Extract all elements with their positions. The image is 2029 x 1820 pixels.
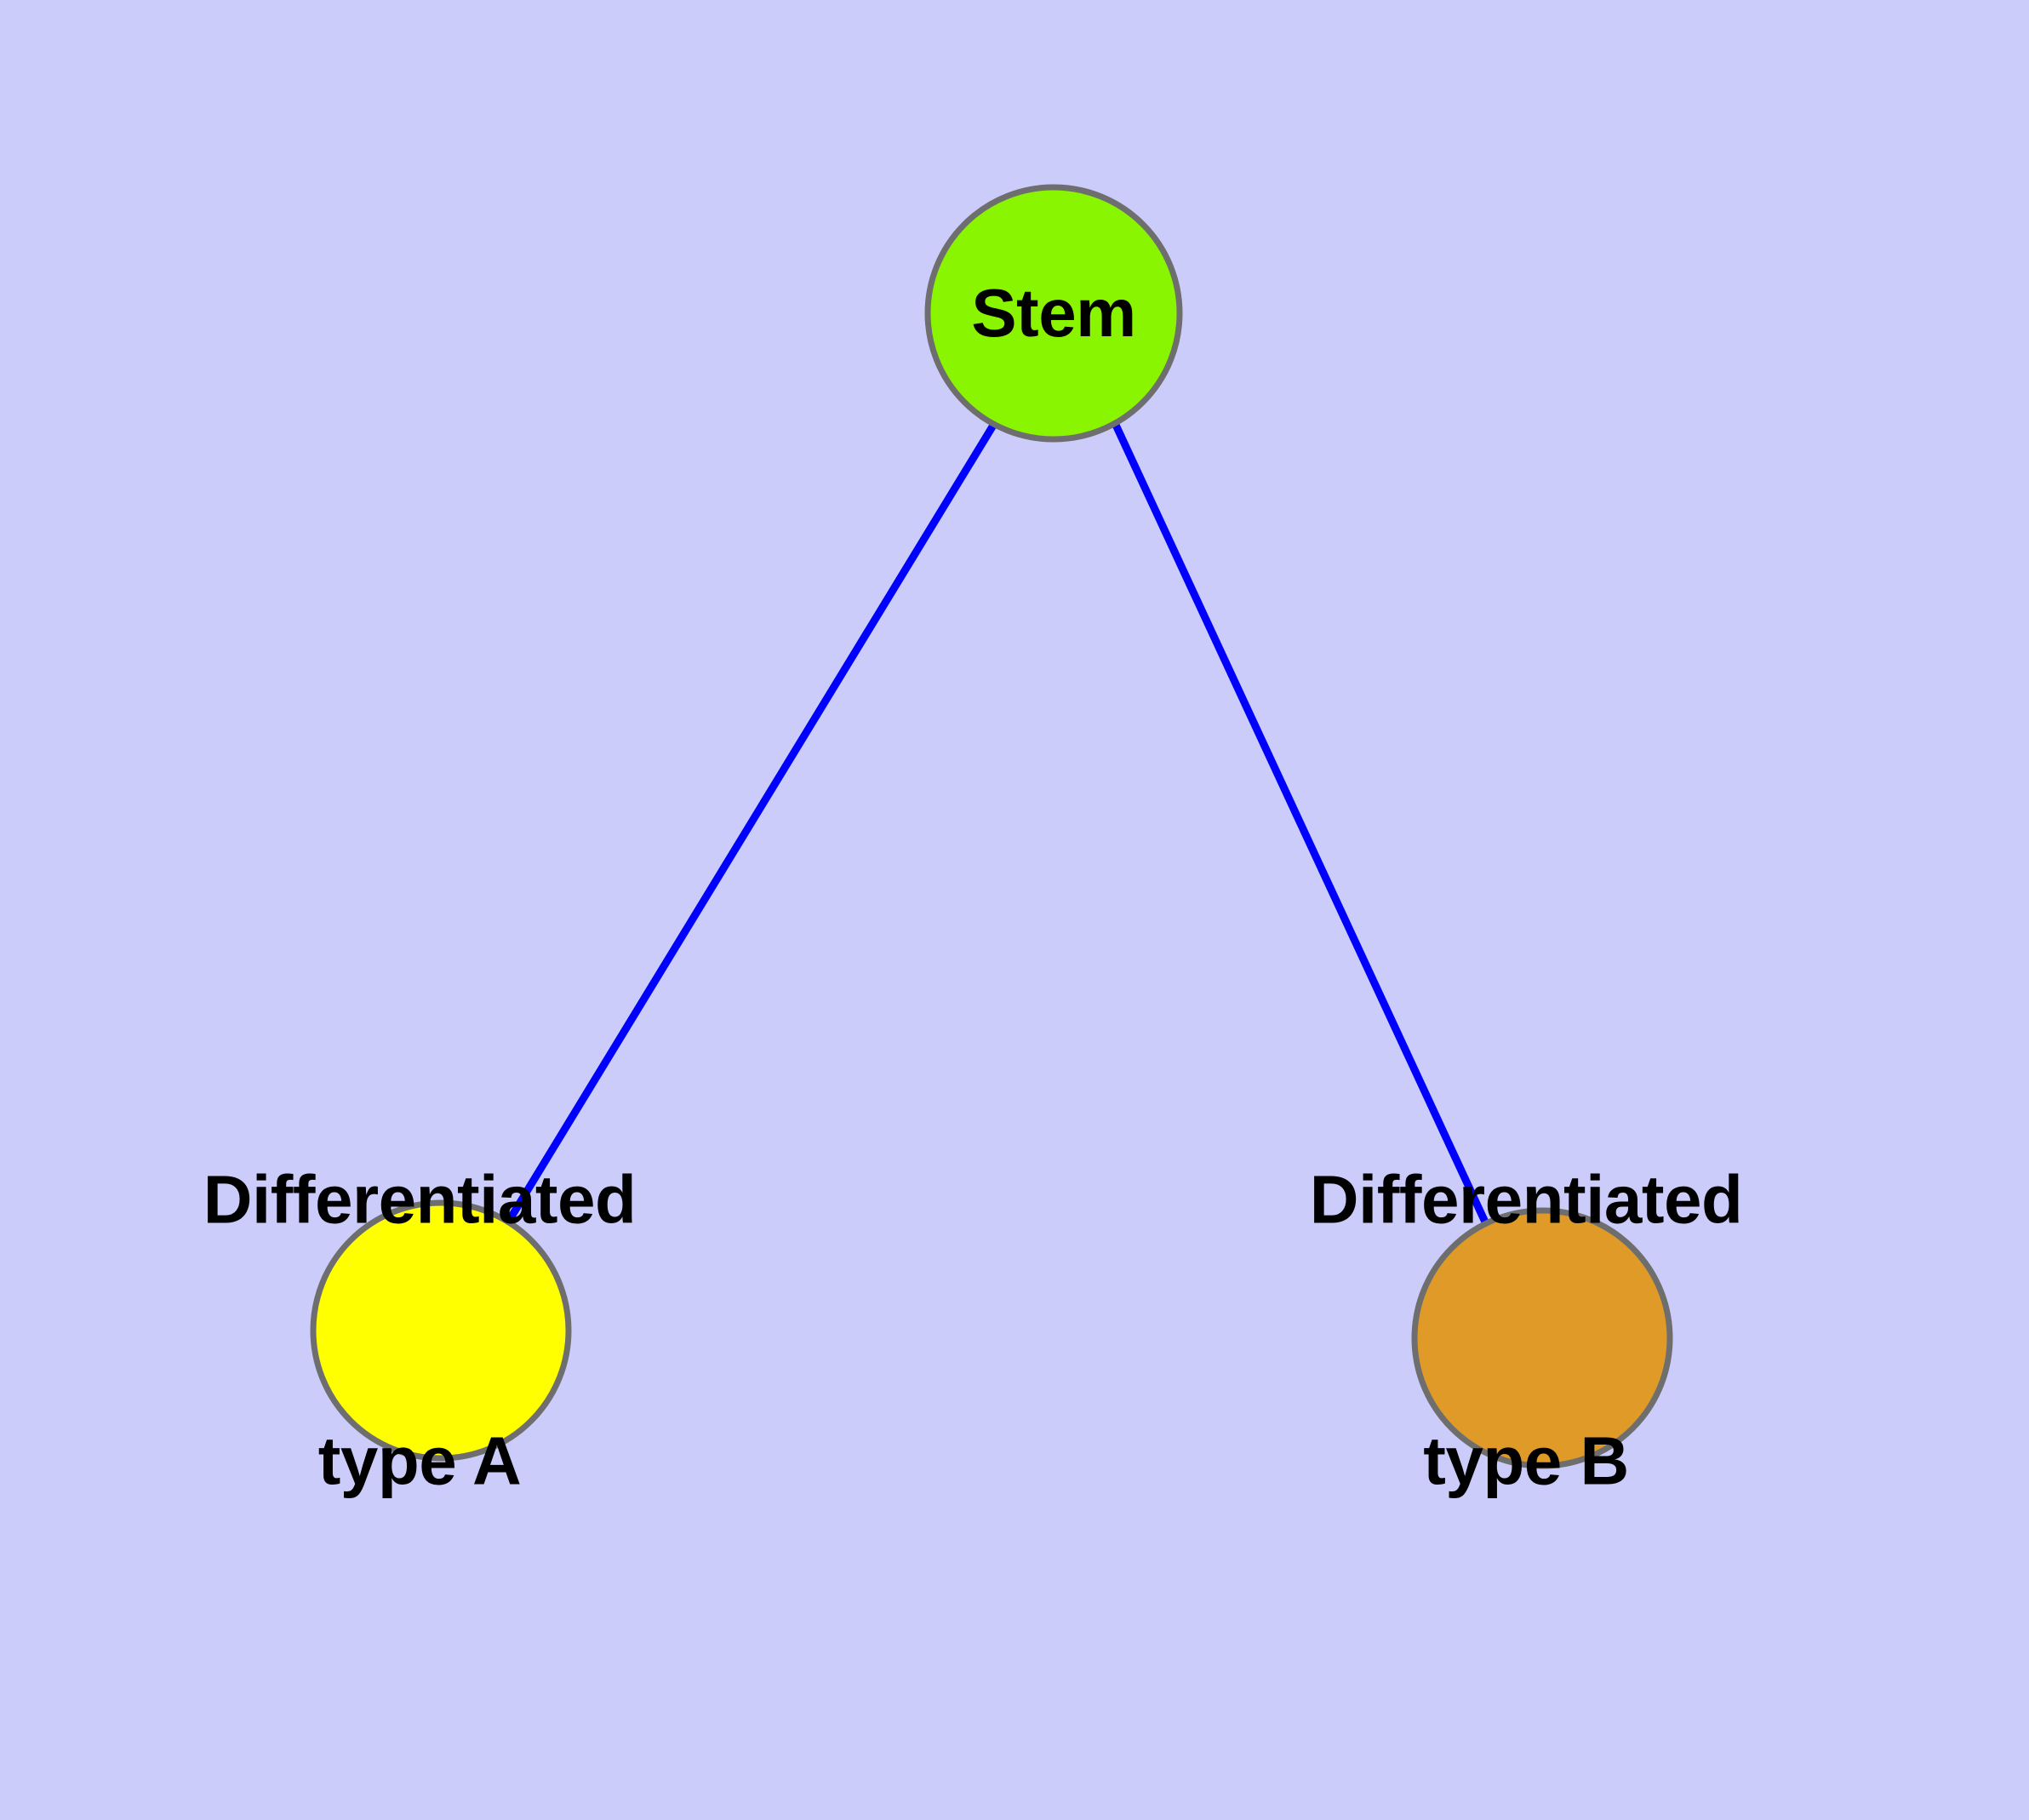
node-stem[interactable] <box>924 184 1183 443</box>
edge-layer <box>506 421 1492 1229</box>
node-differentiated-type-a[interactable] <box>310 1199 572 1462</box>
edge-stem-to-diff-a[interactable] <box>506 421 997 1223</box>
node-layer <box>310 184 1673 1469</box>
node-differentiated-type-b[interactable] <box>1411 1207 1673 1469</box>
edge-stem-to-diff-b[interactable] <box>1111 421 1492 1229</box>
